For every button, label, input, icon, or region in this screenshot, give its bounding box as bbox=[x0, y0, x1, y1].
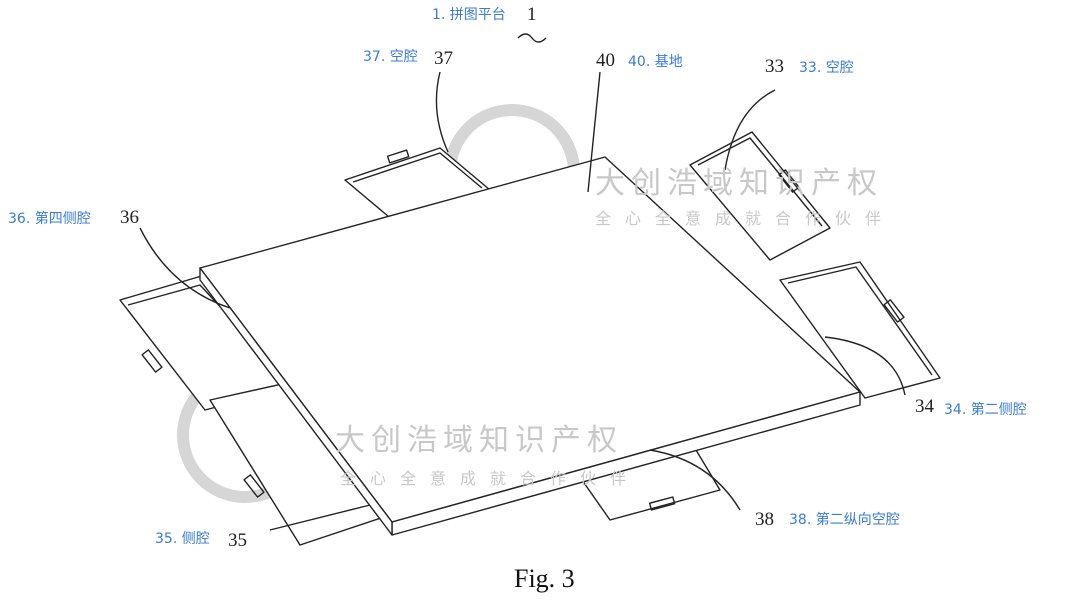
ref-number-38: 38 bbox=[755, 509, 774, 530]
ref-number-37: 37 bbox=[434, 48, 453, 69]
ref-number-40: 40 bbox=[596, 50, 615, 71]
watermark-slogan-2: 全心全意成就合作伙伴 bbox=[340, 469, 641, 488]
label-40: 40. 基地 bbox=[628, 54, 683, 70]
watermark-slogan: 全心全意成就合作伙伴 bbox=[595, 209, 896, 228]
watermark-name: 大创浩域知识产权 bbox=[595, 166, 883, 201]
ref-number-1: 1 bbox=[527, 4, 537, 25]
watermark-name-2: 大创浩域知识产权 bbox=[335, 423, 623, 458]
ref-number-33: 33 bbox=[765, 56, 784, 77]
figure-caption: Fig. 3 bbox=[514, 564, 575, 593]
label-36: 36. 第四侧腔 bbox=[8, 211, 91, 227]
label-33: 33. 空腔 bbox=[799, 60, 854, 76]
cavity-34 bbox=[779, 261, 941, 399]
label-37: 37. 空腔 bbox=[363, 49, 418, 65]
ref-number-36: 36 bbox=[120, 207, 139, 228]
label-34: 34. 第二侧腔 bbox=[944, 402, 1027, 418]
label-35: 35. 侧腔 bbox=[155, 531, 210, 547]
ref-number-35: 35 bbox=[228, 530, 247, 551]
ref-number-34: 34 bbox=[915, 396, 934, 417]
label-38: 38. 第二纵向空腔 bbox=[789, 512, 900, 528]
label-1: 1. 拼图平台 bbox=[432, 7, 506, 23]
